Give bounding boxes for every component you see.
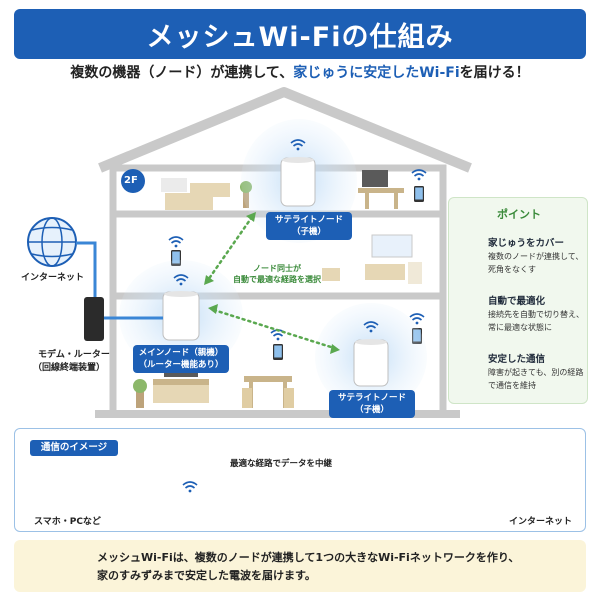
phone-icon (414, 186, 424, 202)
phone-icon (273, 344, 283, 360)
satellite-node-right (353, 321, 389, 387)
satellite-top-name: サテライトノード (274, 215, 343, 225)
page-subtitle: 複数の機器（ノード）が連携して、家じゅうに安定したWi-Fiを届ける！ (0, 62, 600, 82)
point-1-desc: 複数のノードが連携して、 死角をなくす (488, 250, 583, 276)
page-title: メッシュWi-Fiの仕組み (146, 21, 454, 53)
main-node-label: メインノード（親機） （ルーター機能あり） (133, 345, 229, 373)
satellite-top-label: サテライトノード （子機） (266, 212, 352, 240)
point-panel: ポイント (448, 197, 588, 404)
comm-internet-label: インターネット (509, 517, 573, 527)
point-3-line-2: で通信を維持 (488, 381, 536, 390)
modem-label-2: （回線終端装置） (33, 363, 106, 373)
comm-relay-label: 最適な経路でデータを中継 (230, 459, 333, 469)
satellite-right-name: サテライトノード (337, 393, 406, 403)
point-1-line-2: 死角をなくす (488, 265, 536, 274)
satellite-top-sub: （子機） (291, 227, 326, 237)
title-banner: メッシュWi-Fiの仕組み (14, 9, 586, 59)
bottom-line-2: 家のすみずみまで安定した電波を届けます。 (97, 569, 316, 582)
point-1-heading: 家じゅうをカバー (488, 238, 565, 249)
floor-badge-label: 2F (124, 175, 138, 186)
route-note-2: 自動で最適な経路を選択 (233, 275, 321, 284)
point-1-line-1: 複数のノードが連携して、 (488, 252, 584, 261)
modem-device (84, 297, 104, 341)
route-note-1: ノード同士が (253, 264, 301, 273)
point-2-line-1: 接続先を自動で切り替え、 (488, 310, 584, 319)
subtitle-text: 複数の機器（ノード）が連携して、 (70, 65, 294, 81)
bottom-note (14, 540, 586, 592)
house-roof (98, 87, 472, 173)
point-2-heading: 自動で最適化 (488, 296, 546, 307)
comm-header: 通信のイメージ (30, 440, 118, 456)
main-node-name: メインノード（親機） (138, 348, 224, 358)
point-title: ポイント (497, 208, 541, 221)
point-3-heading: 安定した通信 (488, 354, 546, 365)
subtitle-highlight: 家じゅうに安定した (293, 65, 420, 81)
main-node (162, 274, 200, 341)
point-2-desc: 接続先を自動で切り替え、 常に最適な状態に (488, 308, 584, 334)
bottom-line-1: メッシュWi-Fiは、複数のノードが連携して1つの大きなWi-Fiネットワークを… (97, 551, 520, 564)
bottom-text: メッシュWi-Fiは、複数のノードが連携して1つの大きなWi-Fiネットワークを… (97, 549, 519, 585)
point-2-line-2: 常に最適な状態に (488, 323, 552, 332)
route-note: ノード同士が 自動で最適な経路を選択 (222, 263, 332, 285)
satellite-node-top (280, 139, 316, 207)
subtitle-end: を届ける！ (459, 65, 530, 81)
satellite-right-label: サテライトノード （子機） (329, 390, 415, 418)
point-3-desc: 障害が起きても、別の経路 で通信を維持 (488, 366, 583, 392)
floor-badge (121, 169, 145, 193)
comm-device-label: スマホ・PCなど (34, 517, 101, 527)
modem-label-1: モデム・ルーター (38, 350, 110, 360)
main-node-sub: （ルーター機能あり） (138, 360, 224, 370)
point-3-line-1: 障害が起きても、別の経路 (488, 368, 584, 377)
globe-icon (27, 217, 77, 267)
internet-label: インターネット (21, 273, 85, 283)
satellite-right-sub: （子機） (354, 405, 389, 415)
subtitle-wifi: Wi-Fi (419, 65, 460, 81)
